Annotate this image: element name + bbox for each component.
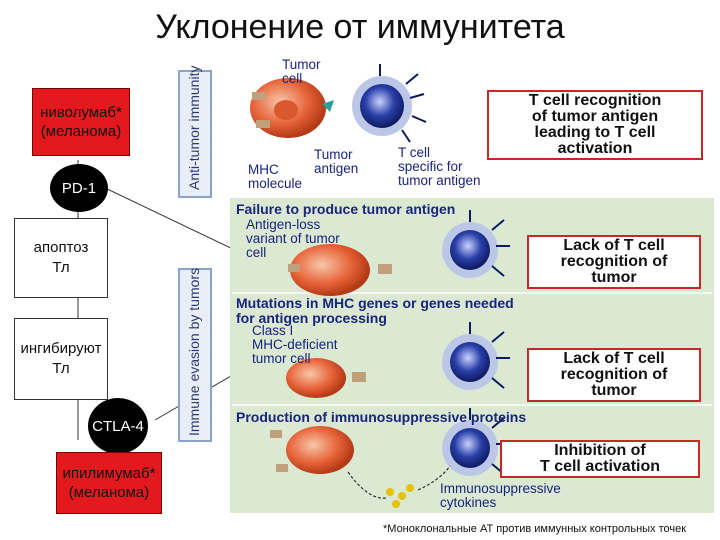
panel2-heading-line1: Mutations in MHC genes or genes needed [236, 295, 514, 311]
panel2-label-line2: MHC-deficient [252, 337, 338, 352]
tumor-antigen-label: Tumor antigen [314, 148, 358, 176]
cytokines-line1: Immunosuppressive [440, 481, 561, 496]
anti-tumor-bar [178, 70, 212, 198]
pd1-circle: PD-1 [50, 164, 108, 212]
t-cell-line2: specific for [398, 159, 463, 174]
panel1-heading: Failure to produce tumor antigen [236, 201, 456, 217]
top-t-cell [352, 64, 427, 143]
ctla4-circle: CTLA-4 [88, 398, 148, 454]
panel3-heading: Production of immunosuppressive proteins [236, 409, 527, 425]
panel1-label: Antigen-loss variant of tumor cell [246, 218, 340, 260]
panel2-result-line2: recognition of [560, 366, 668, 383]
nivolumab-line2: (меланома) [40, 123, 122, 140]
cell-illustrations [250, 64, 510, 508]
ipilimumab-box: ипилимумаб* (меланома) [56, 452, 162, 514]
panel2-result-line1: Lack of T cell [563, 350, 665, 367]
panel2-heading: Mutations in MHC genes or genes needed f… [236, 296, 514, 326]
evasion-label: Immune evasion by tumors [186, 267, 202, 436]
panel1-result-line2: recognition of [560, 253, 668, 270]
apoptosis-line2: Тл [52, 259, 70, 276]
panel1-result-line1: Lack of T cell [563, 237, 665, 254]
top-tumor-cell-line2: cell [282, 71, 303, 86]
inhibit-box: ингибируют Тл [14, 318, 108, 400]
ctla4-label: CTLA-4 [92, 417, 144, 435]
ipilimumab-line2: (меланома) [68, 484, 150, 501]
panel-divider-2 [232, 404, 712, 406]
pd1-label: PD-1 [61, 179, 97, 197]
t-cell-label: T cell specific for tumor antigen [398, 146, 481, 188]
evasion-bar [178, 268, 212, 442]
mhc-line1: MHC [248, 162, 279, 177]
apoptosis-box: апоптоз Тл [14, 218, 108, 298]
top-result-line1: T cell recognition [528, 92, 662, 109]
t-cell-line1: T cell [398, 145, 431, 160]
slide-title: Уклонение от иммунитета [155, 8, 565, 46]
top-result-line2: of tumor antigen [531, 108, 659, 125]
panel3-tumor-cell [270, 426, 354, 474]
panel1-label-line2: variant of tumor [246, 231, 340, 246]
cytokines-line2: cytokines [440, 495, 497, 510]
anti-tumor-label: Anti-tumor immunity [186, 65, 202, 190]
top-result-line3: leading to T cell [534, 124, 656, 141]
panel1-label-line1: Antigen-loss [246, 217, 321, 232]
mhc-line2: molecule [248, 176, 303, 191]
top-result-line4: activation [557, 140, 633, 157]
panel2-label-line3: tumor cell [252, 351, 311, 366]
panel2-result-box: Lack of T cell recognition of tumor [527, 348, 701, 402]
top-result-box: T cell recognition of tumor antigen lead… [487, 90, 703, 160]
panel3-result-line2: T cell activation [539, 458, 661, 475]
panel3-t-cell [442, 408, 510, 476]
panel2-tumor-cell [286, 358, 366, 398]
panel2-label: Class I MHC-deficient tumor cell [252, 324, 338, 366]
top-tumor-cell-line1: Tumor [282, 57, 321, 72]
panel1-t-cell [442, 210, 510, 278]
panel3-result-box: Inhibition of T cell activation [500, 440, 700, 478]
panel2-t-cell [442, 322, 510, 390]
mhc-label: MHC molecule [248, 163, 302, 191]
t-cell-line3: tumor antigen [398, 173, 481, 188]
footnote: *Моноклональные АТ против иммунных контр… [383, 523, 687, 535]
panel1-result-line3: tumor [591, 269, 637, 286]
nivolumab-line1: ниволумаб* [40, 104, 122, 121]
apoptosis-line1: апоптоз [33, 239, 89, 256]
top-tumor-cell [250, 78, 334, 138]
panel1-result-box: Lack of T cell recognition of tumor [527, 235, 701, 289]
panel3-result-line1: Inhibition of [554, 442, 646, 459]
cytokines-label: Immunosuppressive cytokines [440, 482, 561, 510]
panel2-result-line3: tumor [591, 382, 637, 399]
panel2-heading-line2: for antigen processing [236, 310, 387, 326]
ipilimumab-line1: ипилимумаб* [62, 465, 156, 482]
inhibit-line2: Тл [52, 360, 70, 377]
cytokine-dots [347, 465, 451, 508]
inhibit-line1: ингибируют [20, 340, 102, 357]
panel1-label-line3: cell [246, 245, 267, 260]
top-tumor-cell-label: Tumor cell [282, 58, 321, 86]
panel-divider-1 [232, 292, 712, 294]
panel1-tumor-cell [288, 244, 392, 296]
nivolumab-box: ниволумаб* (меланома) [32, 88, 130, 156]
tumor-antigen-line2: antigen [314, 161, 359, 176]
tumor-antigen-line1: Tumor [314, 147, 353, 162]
panel2-label-line1: Class I [252, 323, 294, 338]
